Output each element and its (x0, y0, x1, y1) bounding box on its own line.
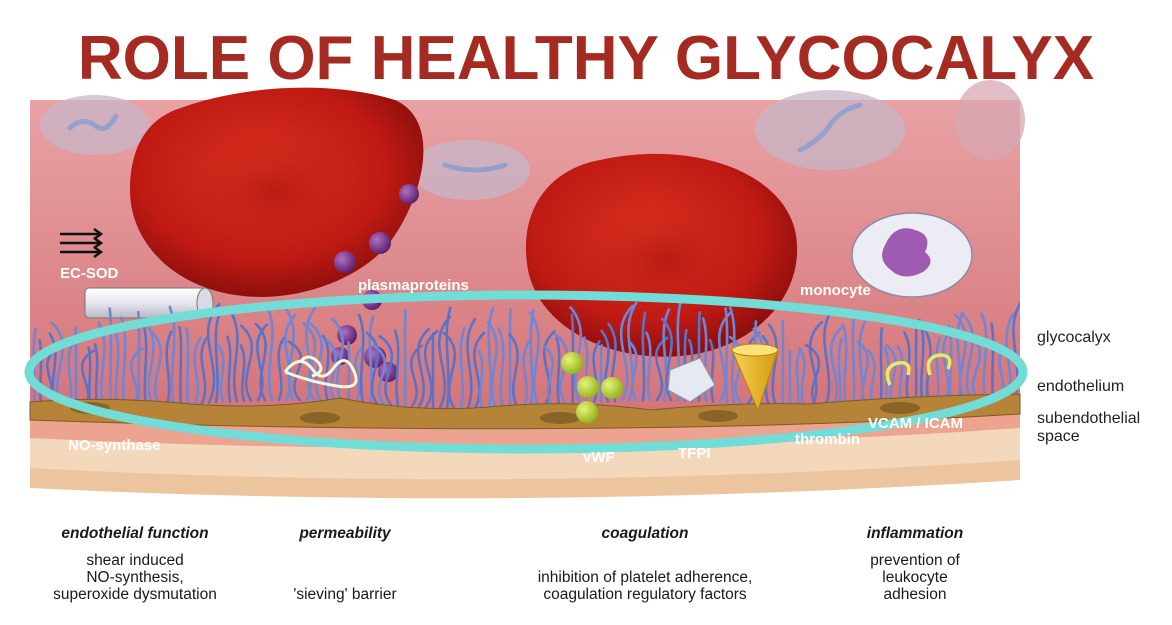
caption-title: permeability (299, 525, 391, 542)
caption-body: inhibition of platelet adherence, coagul… (537, 569, 753, 604)
caption-inflammation: inflammation prevention of leukocyte adh… (815, 525, 1015, 603)
page-title: ROLE OF HEALTHY GLYCOCALYX (77, 24, 1095, 93)
caption-body: shear induced NO-synthesis, superoxide d… (53, 552, 217, 604)
vcam-icam-label: VCAM / ICAM (868, 415, 963, 432)
monocyte-cell (851, 212, 973, 298)
plasmaproteins-label: plasmaproteins (358, 277, 469, 294)
caption-title: coagulation (601, 525, 689, 542)
no-synthase-label: NO-synthase (68, 437, 161, 454)
monocyte-label: monocyte (800, 282, 871, 299)
glycocalyx-highlight-ellipse (24, 290, 1028, 454)
subendothelial-space-side-label: subendothelial space (1037, 410, 1141, 445)
endothelium-layer (29, 393, 1021, 430)
caption-coagulation: coagulation inhibition of platelet adher… (480, 525, 810, 603)
ec-sod-label: EC-SOD (60, 265, 119, 282)
sieving-filaments (283, 355, 358, 389)
caption-body: prevention of leukocyte adhesion (870, 552, 960, 604)
caption-title: inflammation (866, 525, 964, 542)
tfpi-label: TFPI (678, 445, 711, 462)
caption-endothelial-function: endothelial function shear induced NO-sy… (10, 525, 260, 603)
adhesion-molecules (885, 353, 952, 386)
thrombin-label: thrombin (795, 431, 860, 448)
vwf-label: vWF (583, 449, 615, 466)
caption-permeability: permeability 'sieving' barrier (245, 525, 445, 603)
glycocalyx-side-label: glycocalyx (1037, 329, 1111, 346)
red-blood-cell-left (130, 87, 424, 297)
flow-arrows-icon (60, 227, 104, 259)
caption-title: endothelial function (61, 525, 209, 542)
coagulation-factors (561, 343, 779, 423)
endothelium-side-label: endothelium (1037, 378, 1125, 395)
caption-body: 'sieving' barrier (293, 586, 397, 604)
